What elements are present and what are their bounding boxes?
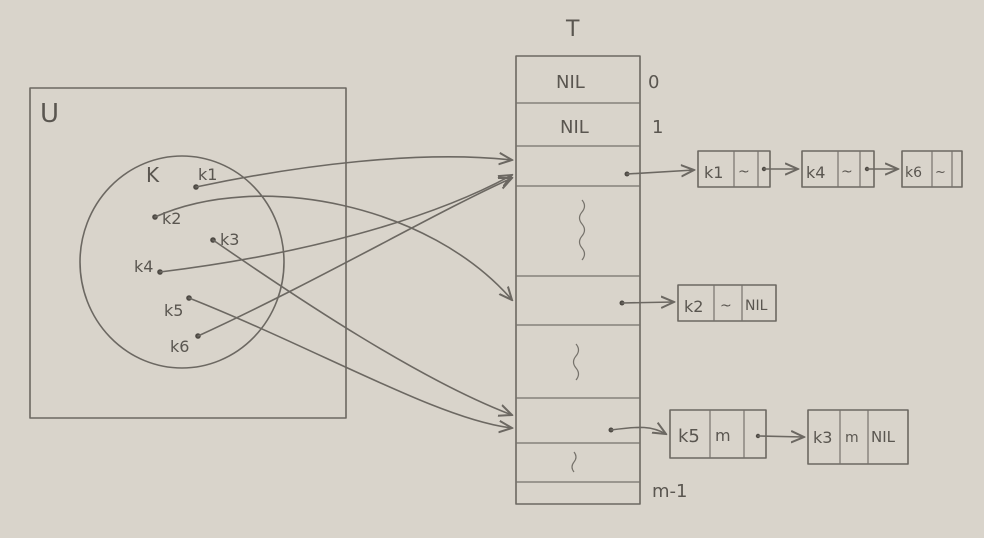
key-label-k5: k5 [164, 301, 183, 320]
slot-0-value: NIL [556, 72, 585, 93]
squiggle-upper [578, 199, 586, 261]
index-last-label: m-1 [652, 481, 687, 502]
universe-label: U [40, 99, 59, 129]
arrow-k6 [197, 178, 512, 337]
svg-text:~: ~ [720, 298, 732, 314]
arrow-k4 [159, 175, 512, 273]
chain-3: k5 m k3 m NIL [608, 409, 909, 465]
universe-box [29, 87, 347, 419]
arrow-k3 [212, 239, 512, 415]
hash-table [515, 55, 641, 505]
arrow-k1 [195, 157, 512, 188]
squiggle-lower [571, 451, 577, 473]
chain-2-node-1: k2 ~ NIL [677, 284, 777, 322]
slot-1-value: NIL [560, 117, 589, 138]
svg-text:m: m [845, 430, 859, 446]
chain-2: k2 ~ NIL [619, 284, 777, 322]
chain-2-pointer [621, 302, 674, 303]
chain-1-node-3-key: k6 [905, 165, 922, 181]
chain-3-node-2-key: k3 [813, 428, 832, 447]
svg-text:~: ~ [935, 165, 946, 180]
chain-1-node-2: k4 ~ [801, 150, 875, 188]
chain-1-pointer [626, 170, 694, 174]
chain-3-node-2-next: NIL [871, 428, 896, 446]
chain-1-node-3: k6 ~ [901, 150, 963, 188]
chain-3-node-1-key: k5 [678, 426, 700, 447]
chain-1: k1 ~ k4 ~ k6 ~ [624, 150, 963, 188]
key-label-k3: k3 [220, 230, 239, 249]
hash-arrows [154, 157, 512, 428]
table-label: T [565, 17, 580, 42]
chain-1-node-2-key: k4 [806, 163, 825, 182]
chain-1-node-1-key: k1 [704, 163, 723, 182]
key-label-k2: k2 [162, 209, 181, 228]
arrow-k2 [154, 195, 512, 300]
chain-2-node-1-key: k2 [684, 297, 703, 316]
svg-text:~: ~ [738, 164, 750, 180]
svg-text:m: m [715, 426, 731, 445]
key-label-k1: k1 [198, 165, 217, 184]
index-1-label: 1 [652, 117, 663, 138]
key-set-label: K [146, 163, 160, 187]
chain-2-node-1-next: NIL [745, 298, 768, 314]
key-label-k6: k6 [170, 337, 189, 356]
squiggle-middle [572, 343, 580, 381]
svg-text:~: ~ [841, 164, 853, 180]
index-0-label: 0 [648, 72, 659, 93]
chain-3-node-1: k5 m [669, 409, 767, 459]
chain-3-node-2: k3 m NIL [807, 409, 909, 465]
key-label-k4: k4 [134, 257, 153, 276]
arrow-k5 [188, 297, 512, 428]
key-set-circle [79, 155, 285, 369]
chain-3-pointer [610, 427, 666, 434]
chain-1-node-1: k1 ~ [697, 150, 771, 188]
slot-dividers [516, 102, 640, 483]
